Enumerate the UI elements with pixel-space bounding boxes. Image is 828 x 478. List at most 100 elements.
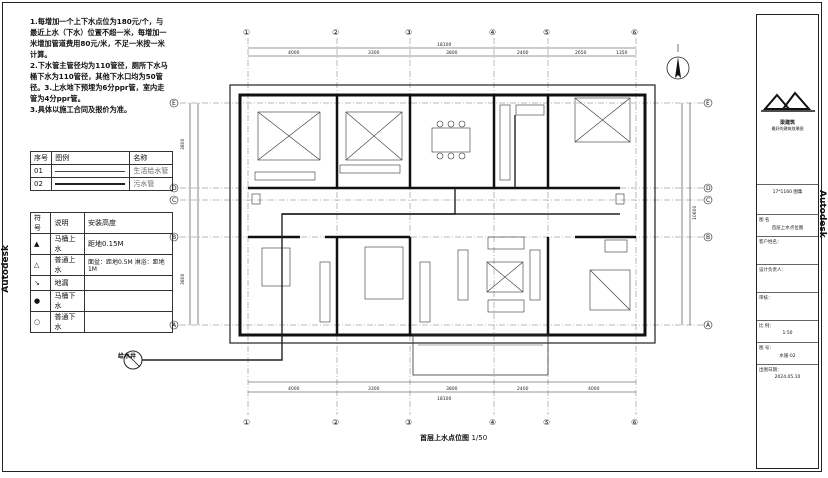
dim-bottom: 3800 [446, 386, 458, 392]
axis-number: ① [243, 418, 250, 427]
dimension-lines [189, 47, 691, 393]
axis-number: ③ [405, 418, 412, 427]
symbol-legend-table: 符号 说明 安装高度 ▲马桶上水距地0.15M △普通上水面盆：距地0.5M 淋… [29, 212, 174, 333]
tb-row-drawing-no: 图 号： 水施-02 [757, 343, 818, 365]
dining-table-icon [431, 127, 471, 153]
wardrobe-icon [339, 164, 401, 174]
axis-number: ④ [489, 418, 496, 427]
axis-number: ② [332, 418, 339, 427]
bed-icon [345, 111, 403, 161]
dim-top: 1350 [616, 50, 628, 56]
bed-icon [589, 269, 631, 311]
sym-desc: 普通下水 [50, 311, 85, 333]
dim-total-top: 18100 [437, 42, 451, 48]
washbasin-icon [604, 239, 628, 253]
dim-top: 2400 [517, 50, 529, 56]
sym-height [83, 311, 174, 333]
logo-subtitle: 最好的建筑效果图 [771, 126, 804, 131]
tb-label: 出图日期： [759, 368, 782, 373]
interior-walls [248, 95, 636, 335]
toilet-icon [615, 193, 625, 205]
water-well-label: 给水井 [118, 353, 137, 360]
pipe-row-name: 污水管 [129, 177, 173, 191]
furniture [251, 97, 631, 323]
company-logo-icon [761, 91, 815, 112]
drawing-frame [2, 2, 822, 472]
tb-row-date: 出图日期： 2024.05.10 [757, 365, 818, 387]
dim-top: 2650 [575, 50, 587, 56]
tb-logo-area: 梁建筑 最好的建筑效果图 [757, 15, 818, 185]
armchair-icon [529, 249, 541, 301]
note-3: 3.具体以施工合同及报价为准。 [30, 105, 132, 114]
title-block: 梁建筑 最好的建筑效果图 17*1160 图集 图 名 首层上水点位图 客户姓名… [756, 14, 819, 469]
dim-top: 3300 [368, 50, 380, 56]
sym-header-height: 安装高度 [83, 212, 174, 234]
axis-number: ⑤ [543, 418, 550, 427]
plan-title: 首层上水点位图 1/50 [420, 433, 487, 443]
tb-value: 2024.05.10 [774, 375, 801, 380]
dim-left: 3800 [180, 138, 186, 150]
axis-number: ⑤ [543, 28, 550, 37]
bed-icon [257, 111, 321, 161]
tb-project: 17*1160 图集 [757, 185, 818, 215]
tb-value: 水施-02 [779, 354, 796, 359]
sofa-icon [487, 236, 525, 250]
dim-bottom: 4000 [588, 386, 600, 392]
axis-letter: C [172, 197, 176, 204]
axis-number: ③ [405, 28, 412, 37]
tb-row-client: 客户姓名： [757, 237, 818, 265]
dim-bottom: 3300 [368, 386, 380, 392]
kitchen-counter-icon [499, 104, 511, 181]
dim-right-total: 10600 [692, 206, 698, 220]
axis-number: ② [332, 28, 339, 37]
tb-label: 客户姓名： [759, 240, 782, 245]
axis-number: ⑥ [631, 28, 638, 37]
pipe-row-no: 02 [29, 177, 53, 191]
axis-number: ① [243, 28, 250, 37]
axis-letters: E D C B A E D C B A [169, 98, 713, 330]
plan-scale: 1/50 [471, 434, 488, 442]
outer-boundary [229, 84, 656, 344]
coffee-table-icon [486, 261, 524, 293]
tb-value: 1:50 [782, 331, 793, 336]
dim-bottom: 2400 [517, 386, 529, 392]
tb-project-value: 17*1160 图集 [772, 190, 803, 195]
supply-line-sample [55, 170, 126, 172]
toilet-icon [251, 193, 261, 205]
autodesk-label-right: Autodesk [817, 190, 827, 238]
construction-notes: 1.每增加一个上下水点位为180元/个，与最近上水（下水）位置不超一米，每增加一… [30, 16, 170, 115]
tb-label: 比 例： [759, 324, 774, 329]
axis-letter: B [172, 234, 176, 241]
axis-letter: A [706, 322, 711, 329]
axis-letter: A [172, 322, 177, 329]
normal-drain-icon: ○ [29, 311, 52, 333]
note-2: 2.下水管主管径均为110管径，厕所下水马桶下水为110管径，其他下水口均为50… [30, 61, 168, 103]
exterior-wall [238, 93, 647, 337]
pipe-legend-table: 序号 图例 名称 01 生活给水管 02 污水管 [29, 151, 173, 191]
dim-top: 3800 [446, 50, 458, 56]
tb-label: 图 号： [759, 346, 774, 351]
tv-cabinet-icon [457, 249, 469, 301]
wardrobe-icon [419, 261, 431, 323]
logo-text: 梁建筑 [779, 120, 795, 126]
sewage-line-sample [55, 183, 126, 185]
plan-title-text: 首层上水点位图 [420, 434, 469, 442]
tb-label: 图 名 [759, 218, 770, 223]
tb-value: 首层上水点位图 [771, 226, 804, 231]
dim-left: 3800 [180, 273, 186, 285]
pipes [140, 115, 620, 361]
tb-row-drawing-name: 图 名 首层上水点位图 [757, 215, 818, 237]
wardrobe-icon [254, 171, 316, 181]
wardrobe-icon [319, 261, 331, 323]
note-1: 1.每增加一个上下水点位为180元/个，与最近上水（下水）位置不超一米，每增加一… [30, 17, 167, 59]
pipe-row-legend [51, 177, 131, 191]
tb-row-review: 审核： [757, 293, 818, 321]
dim-top: 4000 [288, 50, 300, 56]
kitchen-sink-icon [515, 104, 545, 116]
tb-row-scale: 比 例： 1:50 [757, 321, 818, 343]
axis-letter: B [706, 234, 710, 241]
axis-number: ④ [489, 28, 496, 37]
axis-letter: D [172, 185, 177, 192]
bed-icon [574, 97, 631, 143]
